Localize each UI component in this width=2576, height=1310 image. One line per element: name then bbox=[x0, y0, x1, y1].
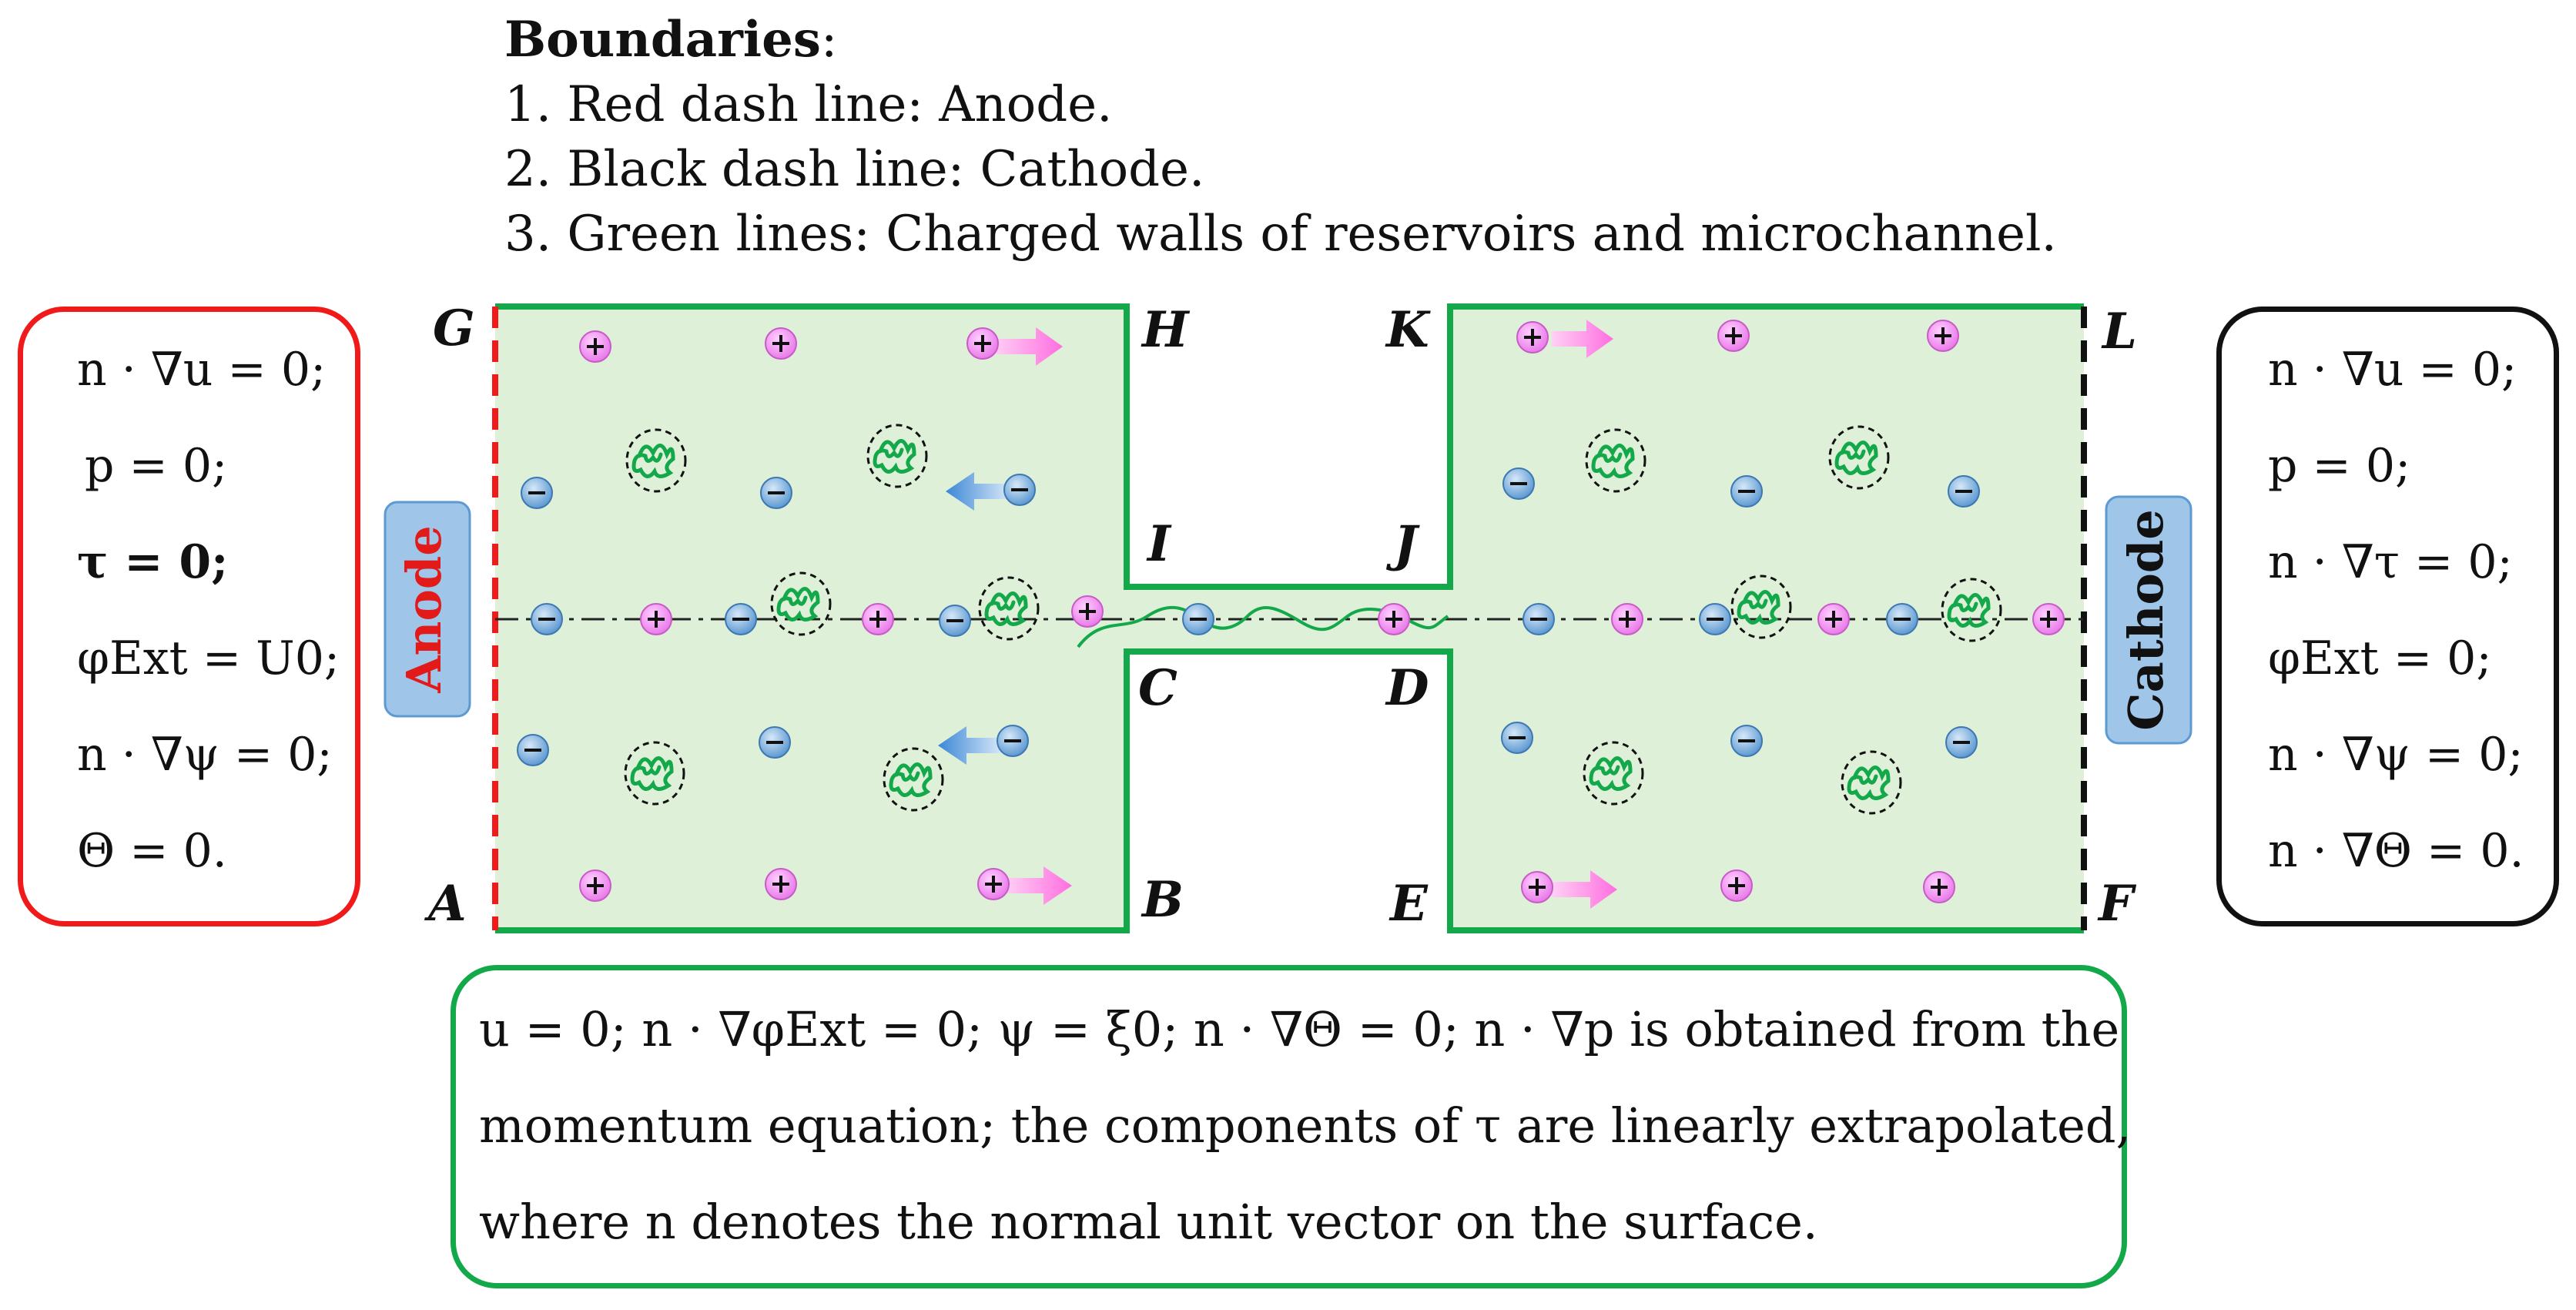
polymer-coil-icon bbox=[978, 576, 1040, 641]
corner-label-E: E bbox=[1388, 875, 1429, 933]
particles-group bbox=[517, 320, 2065, 903]
negative-ion-icon bbox=[725, 603, 757, 635]
corner-label-L: L bbox=[2101, 303, 2137, 360]
svg-text:Anode: Anode bbox=[396, 525, 452, 693]
positive-ion-icon bbox=[1521, 871, 1553, 903]
anode-label: Anode bbox=[384, 501, 471, 718]
polymer-coil-icon bbox=[1583, 741, 1644, 806]
arrow-right-icon bbox=[993, 327, 1063, 366]
positive-ion-icon bbox=[1923, 871, 1955, 903]
legend-item-cathode: 2. Black dash line: Cathode. bbox=[504, 141, 1205, 198]
negative-ion-icon bbox=[1730, 725, 1763, 757]
anode-condition-1: n · ∇u = 0; bbox=[77, 343, 327, 397]
negative-ion-icon bbox=[521, 477, 553, 509]
negative-ion-icon bbox=[517, 734, 549, 766]
negative-ion-icon bbox=[531, 603, 563, 635]
corner-label-G: G bbox=[433, 300, 475, 357]
legend-item-anode: 1. Red dash line: Anode. bbox=[504, 76, 1113, 133]
polymer-coil-icon bbox=[624, 741, 685, 806]
negative-ion-icon bbox=[1945, 726, 1978, 759]
corner-label-K: K bbox=[1385, 301, 1431, 359]
boundaries-legend: Boundaries: 1. Red dash line: Anode. 2. … bbox=[504, 8, 2057, 266]
cathode-condition-4: φExt = 0; bbox=[2268, 632, 2492, 685]
legend-heading: Boundaries: bbox=[504, 11, 838, 69]
cathode-label: Cathode bbox=[2105, 495, 2192, 745]
polymer-coil-icon bbox=[1841, 750, 1902, 815]
anode-condition-3: τ = 0; bbox=[77, 535, 229, 589]
positive-ion-icon bbox=[1378, 603, 1410, 635]
cathode-condition-6: n · ∇Θ = 0. bbox=[2268, 824, 2524, 878]
polymer-coil-icon bbox=[1828, 425, 1890, 490]
polymer-coil-icon bbox=[770, 571, 832, 636]
positive-ion-icon bbox=[1717, 320, 1750, 352]
wall-conditions-line-2: momentum equation; the components of τ a… bbox=[479, 1097, 2132, 1154]
left-reservoir-wall bbox=[495, 303, 2084, 590]
positive-ion-icon bbox=[640, 603, 672, 635]
positive-ion-icon bbox=[579, 330, 611, 363]
anode-condition-5: n · ∇ψ = 0; bbox=[77, 728, 333, 782]
corner-label-B: B bbox=[1141, 871, 1184, 929]
cathode-condition-3: n · ∇τ = 0; bbox=[2268, 535, 2513, 589]
negative-ion-icon bbox=[1182, 603, 1214, 635]
corner-label-A: A bbox=[424, 875, 467, 933]
polymer-coil-icon bbox=[1585, 428, 1646, 493]
negative-ion-icon bbox=[1886, 603, 1918, 635]
wall-conditions-line-3: where n denotes the normal unit vector o… bbox=[479, 1194, 1818, 1250]
svg-text:Cathode: Cathode bbox=[2118, 509, 2174, 730]
corner-label-J: J bbox=[1385, 515, 1420, 573]
positive-ion-icon bbox=[1720, 869, 1753, 902]
polymer-coil-icon bbox=[1730, 575, 1792, 639]
arrow-left-icon bbox=[946, 472, 1015, 511]
positive-ion-icon bbox=[579, 869, 611, 902]
cathode-condition-1: n · ∇u = 0; bbox=[2268, 343, 2517, 397]
positive-ion-icon bbox=[765, 327, 797, 360]
corner-label-I: I bbox=[1146, 515, 1172, 573]
positive-ion-icon bbox=[966, 327, 999, 360]
negative-ion-icon bbox=[760, 477, 792, 509]
polymer-coil-icon bbox=[1941, 578, 2002, 642]
polymer-coil-icon bbox=[866, 424, 928, 488]
polymer-coil-icon bbox=[883, 747, 944, 812]
cathode-condition-2: p = 0; bbox=[2268, 439, 2411, 493]
corner-label-C: C bbox=[1138, 659, 1177, 717]
negative-ion-icon bbox=[1730, 475, 1763, 508]
negative-ion-icon bbox=[1948, 475, 1980, 508]
wall-conditions-line-1: u = 0; n · ∇φExt = 0; ψ = ξ0; n · ∇Θ = 0… bbox=[479, 1001, 2120, 1057]
negative-ion-icon bbox=[1502, 467, 1535, 500]
positive-ion-icon bbox=[1516, 321, 1549, 353]
polymer-coil-icon bbox=[625, 428, 687, 493]
wall-conditions-box: u = 0; n · ∇φExt = 0; ψ = ξ0; n · ∇Θ = 0… bbox=[451, 965, 2132, 1288]
negative-ion-icon bbox=[1699, 603, 1731, 635]
positive-ion-icon bbox=[862, 603, 894, 635]
anode-condition-6: Θ = 0. bbox=[77, 824, 227, 878]
corner-label-H: H bbox=[1141, 301, 1191, 359]
negative-ion-icon bbox=[1501, 722, 1533, 754]
arrow-left-icon bbox=[938, 726, 1007, 765]
anode-conditions-box: n · ∇u = 0; p = 0; τ = 0; φExt = U0; n ·… bbox=[18, 307, 360, 926]
positive-ion-icon bbox=[1071, 595, 1104, 628]
bottom-wall bbox=[495, 648, 2084, 933]
arrow-right-icon bbox=[1005, 866, 1072, 905]
cathode-condition-5: n · ∇ψ = 0; bbox=[2268, 728, 2524, 782]
arrow-right-icon bbox=[1552, 870, 1617, 909]
negative-ion-icon bbox=[997, 725, 1029, 757]
positive-ion-icon bbox=[2032, 603, 2065, 635]
negative-ion-icon bbox=[1522, 603, 1555, 635]
positive-ion-icon bbox=[977, 868, 1010, 900]
corner-label-F: F bbox=[2097, 875, 2137, 933]
negative-ion-icon bbox=[1003, 474, 1036, 506]
corner-label-D: D bbox=[1385, 659, 1429, 717]
anode-condition-4: φExt = U0; bbox=[77, 632, 340, 685]
positive-ion-icon bbox=[1927, 320, 1959, 352]
negative-ion-icon bbox=[939, 605, 971, 637]
anode-condition-2: p = 0; bbox=[85, 439, 228, 493]
positive-ion-icon bbox=[1611, 603, 1643, 635]
cathode-conditions-box: n · ∇u = 0; p = 0; n · ∇τ = 0; φExt = 0;… bbox=[2216, 307, 2559, 926]
arrow-right-icon bbox=[1552, 320, 1613, 358]
legend-item-walls: 3. Green lines: Charged walls of reservo… bbox=[504, 206, 2057, 263]
positive-ion-icon bbox=[765, 868, 797, 900]
positive-ion-icon bbox=[1817, 603, 1850, 635]
negative-ion-icon bbox=[759, 726, 791, 759]
